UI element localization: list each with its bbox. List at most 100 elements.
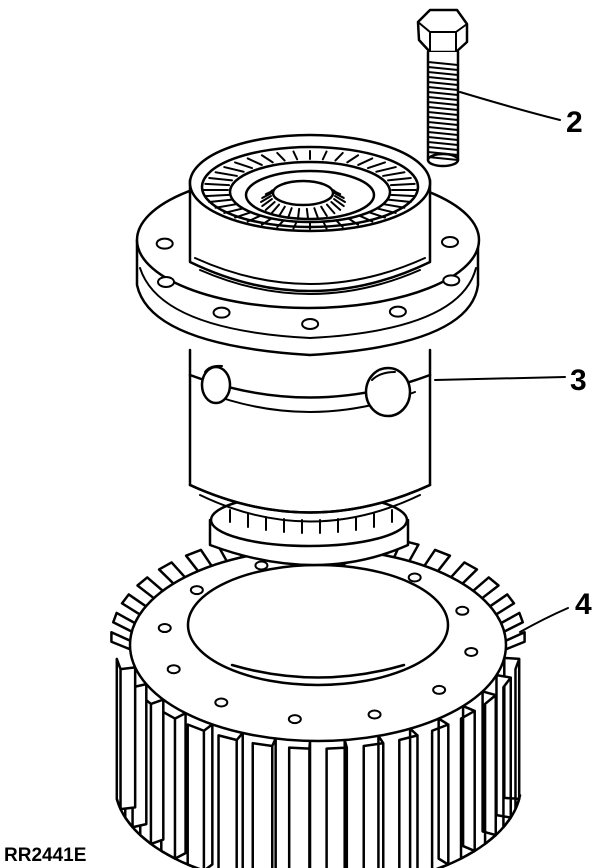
spline-tooth [333,198,345,208]
spline-tooth [278,205,286,217]
thread-line [427,106,459,111]
thread-line [427,126,459,131]
bearing-roller [214,171,238,177]
leader-line-4 [519,607,569,633]
flange-bolt-hole [212,306,231,319]
gear-bore [186,563,450,687]
thread-line [427,131,459,136]
gear-bolt-hole [432,684,447,695]
gear-tooth [186,723,214,868]
spline-tooth [264,201,276,211]
bearing-roller [346,154,360,164]
bearing-roller [208,198,234,204]
flange-bolt-hole [157,275,176,288]
bearing-roller [276,151,286,162]
thread-line [427,86,459,91]
gear-bolt-hole [189,585,204,596]
spur-gear [110,530,526,868]
gear-tooth [110,631,132,651]
gear-tooth [499,611,525,633]
spline-tooth [334,195,346,203]
bearing-roller [292,150,299,161]
bearing-roller [234,161,254,170]
gear-tooth [120,593,148,616]
gear-tooth [471,576,500,600]
gear-tooth [398,727,419,868]
gear-tooth [184,548,213,573]
gear-tooth [160,709,187,860]
bearing-roller [389,182,416,187]
thread-line [427,121,459,126]
bearing-roller [375,207,397,214]
gear-bolt-hole [287,714,302,725]
thread-line [427,91,459,96]
gear-tooth [504,631,526,651]
thread-line [427,81,459,86]
bearing-roller [223,207,245,214]
gear-tooth [449,561,479,585]
gear-tooth [481,690,498,846]
leader-line-2 [459,91,561,121]
bearing-roller [204,182,231,187]
spline-tooth [333,191,345,199]
gear-bolt-hole [464,646,479,657]
cap-screw [416,8,469,168]
spline-tooth [287,207,293,219]
thread-line [427,151,459,156]
bearing-roller [334,151,344,162]
callout-label-3: 3 [570,364,587,397]
gear-tooth [423,548,452,573]
hub-carrier [135,133,481,567]
spline-tooth [260,195,272,203]
bearing-roller [208,176,234,182]
thread-line [427,101,459,106]
gear-bolt-hole [407,572,422,583]
bearing-roller [382,171,406,177]
gear-tooth [136,576,165,600]
spline-tooth [320,205,328,217]
callout-label-2: 2 [566,106,583,139]
thread-line [427,61,459,66]
bearing-roller [389,193,416,198]
thread-line [427,111,459,116]
bearing-roller [382,203,406,209]
bearing-roller [260,154,274,164]
thread-line [427,96,459,101]
gear-bolt-hole [455,605,470,616]
gear-side-teeth [115,656,522,868]
bearing-roller [321,150,328,161]
gear-tooth [115,657,137,811]
spline-tooth [270,203,281,215]
flange-bolt-hole [440,236,459,249]
bearing-roller [375,166,397,173]
bearing-roller [386,176,412,182]
bearing-roller [204,193,231,198]
spline-tooth [330,201,342,211]
spline-tooth [325,203,336,215]
gear-bolt-hole [214,697,229,708]
leader-line-3 [434,376,566,381]
gear-bolt-hole [254,560,269,571]
thread-line [427,116,459,121]
gear-bolt-hole [166,664,181,675]
thread-line [427,141,459,146]
bearing-roller [357,157,374,166]
gear-tooth [287,739,312,868]
gear-tooth [217,731,244,868]
bearing-roller [214,203,238,209]
thread-line [427,146,459,151]
gear-tooth [251,737,277,868]
thread-line [427,76,459,81]
spline-tooth [261,198,273,208]
gear-bolt-hole [367,709,382,720]
bearing-roller [366,161,386,170]
spline-tooth [305,207,310,220]
gear-tooth [488,593,516,616]
gear-bolt-hole [157,623,172,634]
thread-line [427,156,459,161]
spline-tooth [261,191,273,199]
flange-bolt-hole [155,237,174,250]
thread-line [427,71,459,76]
gear-tooth [362,734,385,868]
